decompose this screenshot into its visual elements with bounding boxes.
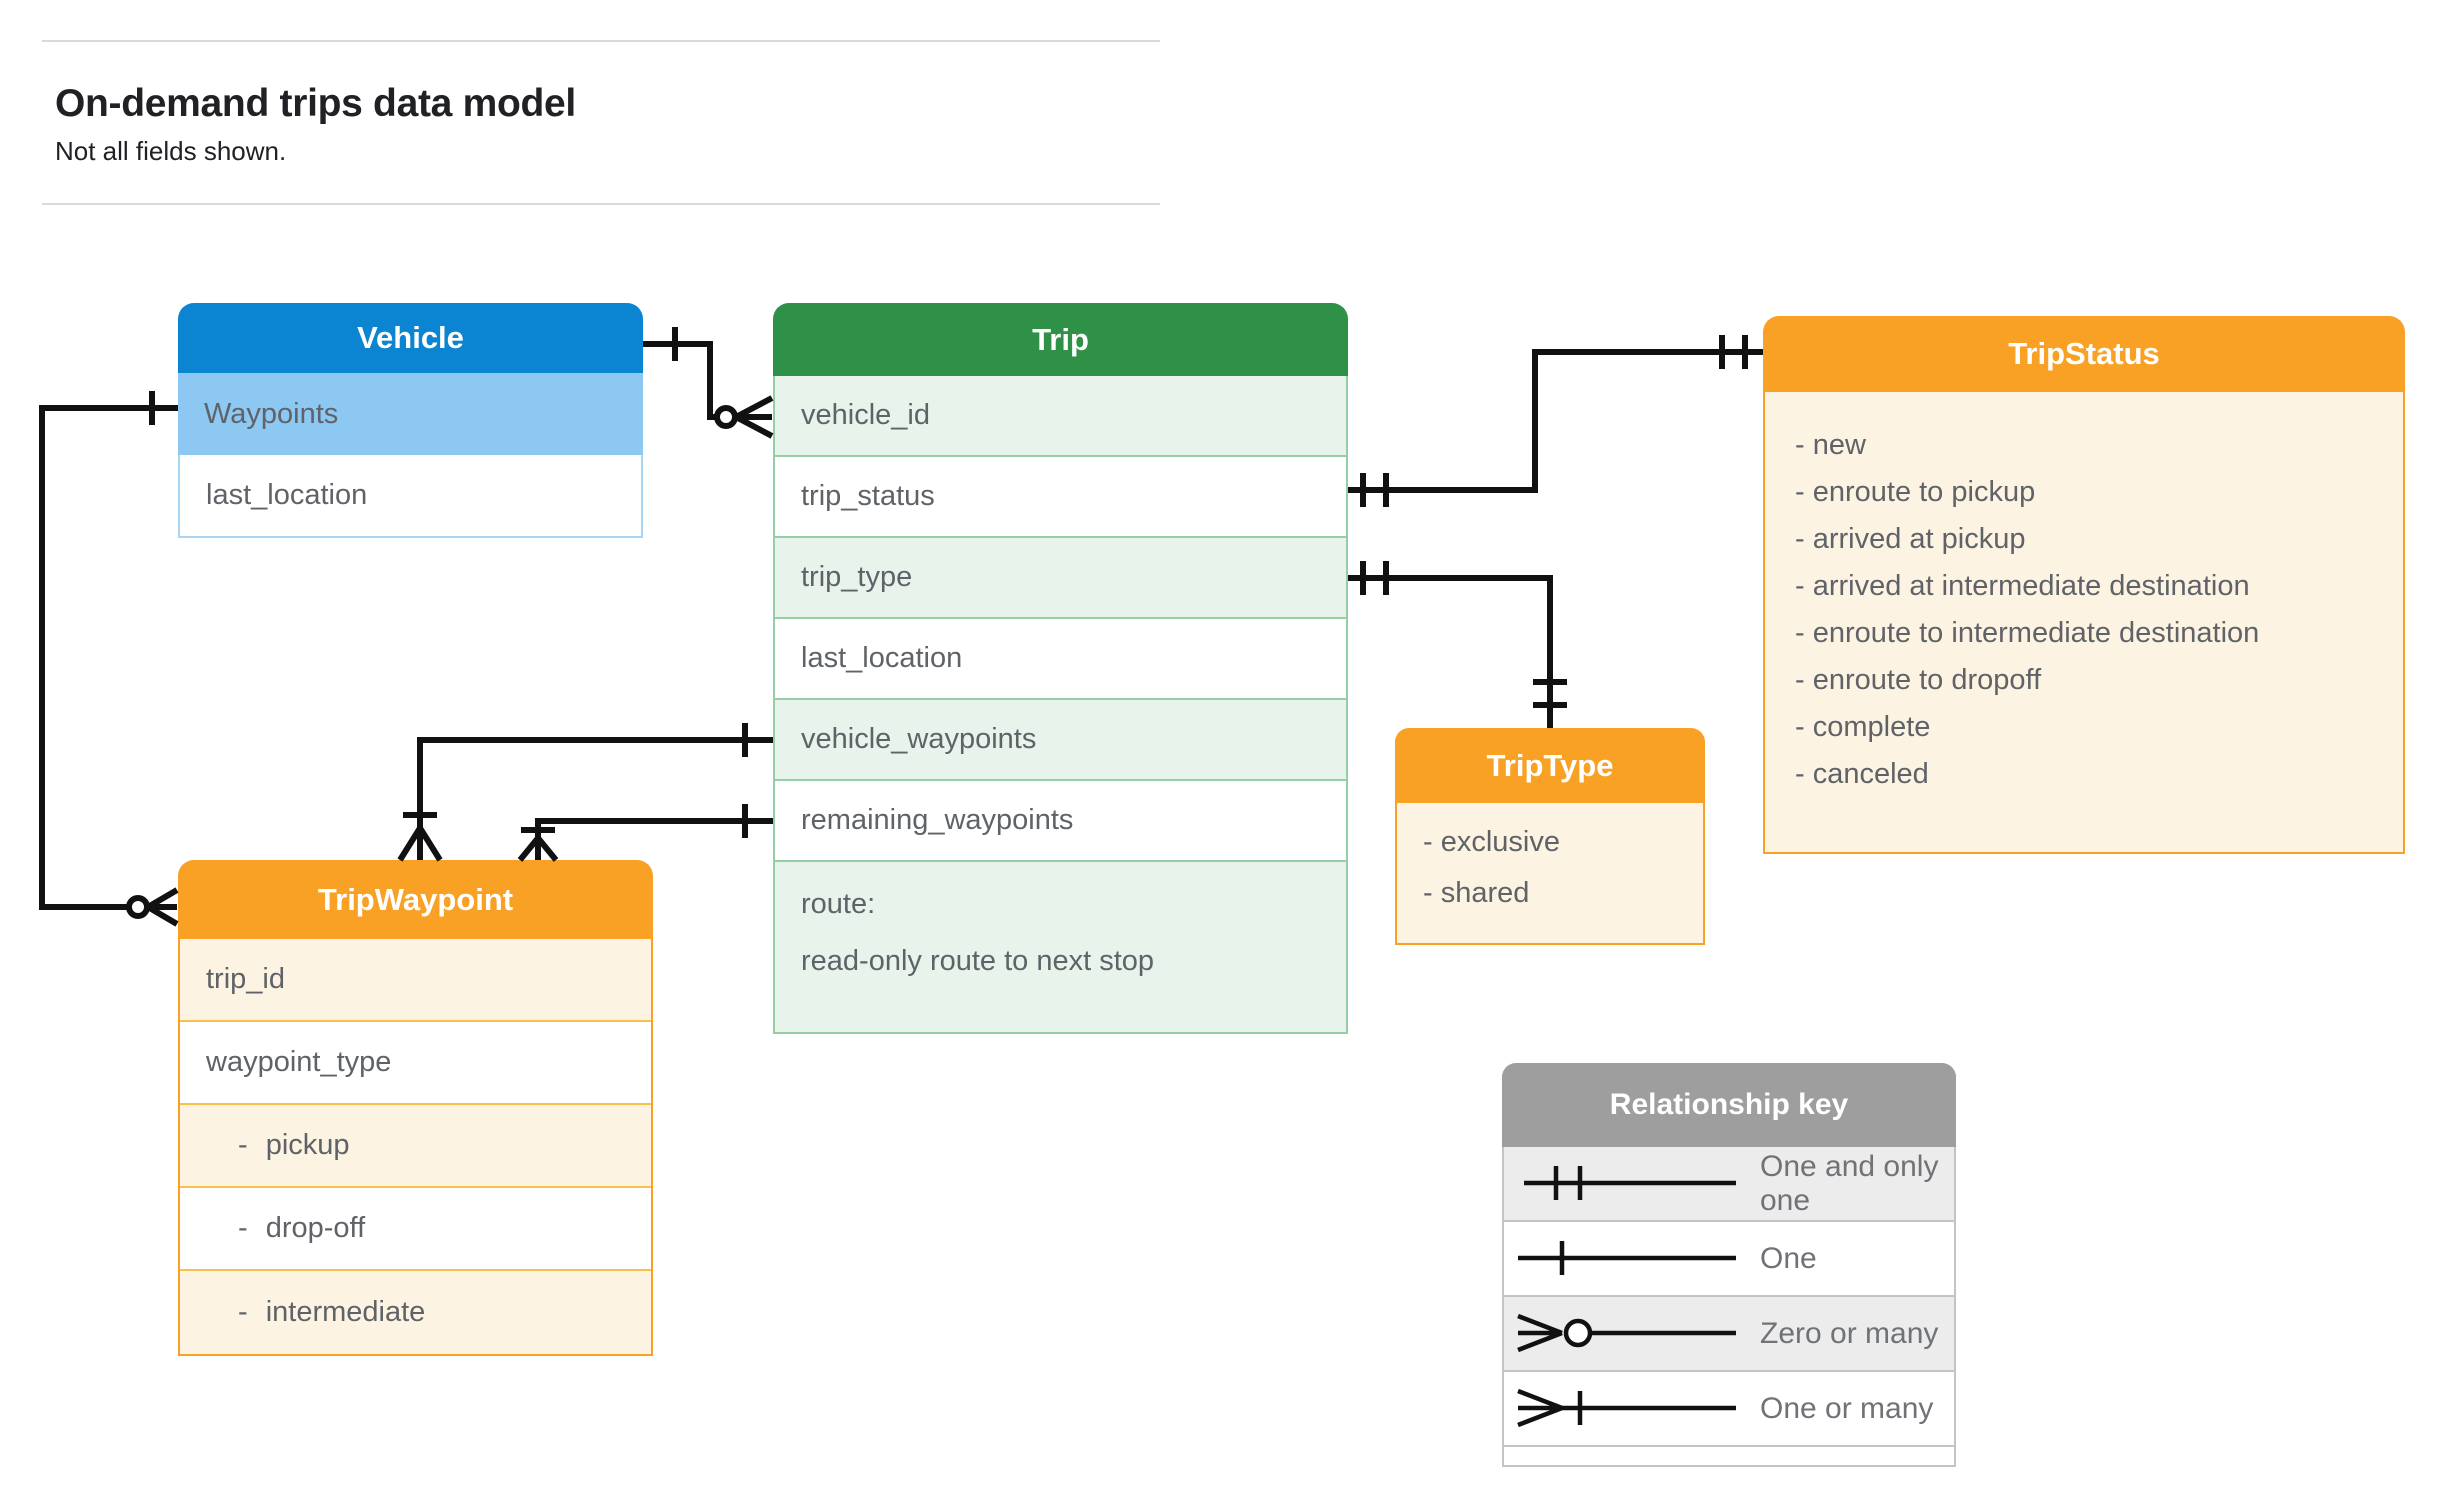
- enum-value: - enroute to dropoff: [1795, 664, 2042, 696]
- relationship-key: Relationship key One and only one One: [1502, 1063, 1956, 1467]
- field-row-route: route: read-only route to next stop: [775, 862, 1346, 1032]
- field-row-last-location: last_location: [775, 619, 1346, 700]
- entity-trip-type: TripType - exclusive - shared: [1395, 728, 1705, 945]
- legend-row-zero-or-many: Zero or many: [1504, 1297, 1954, 1372]
- enum-row-drop-off: - drop-off: [180, 1188, 651, 1271]
- legend-label: One and only one: [1760, 1149, 1939, 1217]
- divider-bottom: [42, 203, 1160, 205]
- field-row-vehicle-id: vehicle_id: [775, 376, 1346, 457]
- connector-vehicle-waypoints-to-trip-waypoint: [39, 391, 179, 927]
- route-label: route:: [801, 888, 876, 920]
- enum-value: - exclusive: [1423, 826, 1560, 858]
- field-row-waypoints: Waypoints: [178, 373, 643, 455]
- one-or-many-icon: [1517, 1388, 1736, 1428]
- enum-row-pickup: - pickup: [180, 1105, 651, 1188]
- field-row-remaining-waypoints: remaining_waypoints: [775, 781, 1346, 862]
- divider-top: [42, 40, 1160, 42]
- legend-row-one: One: [1504, 1222, 1954, 1297]
- page-subtitle: Not all fields shown.: [55, 136, 287, 166]
- enum-row-intermediate: - intermediate: [180, 1271, 651, 1354]
- enum-value: - arrived at pickup: [1795, 523, 2026, 555]
- field-row-vehicle-waypoints: vehicle_waypoints: [775, 700, 1346, 781]
- relationship-key-title: Relationship key: [1502, 1063, 1956, 1147]
- entity-title-vehicle: Vehicle: [178, 303, 643, 373]
- field-row-trip-status: trip_status: [775, 457, 1346, 538]
- connector-vehicle-waypoints-field-to-trip-waypoint: [397, 723, 773, 862]
- entity-title-trip-type: TripType: [1395, 728, 1705, 803]
- connector-vehicle-to-trip-vehicle-id: [643, 327, 774, 439]
- route-description: read-only route to next stop: [801, 945, 1155, 977]
- legend-label: Zero or many: [1760, 1316, 1939, 1350]
- page-title: On-demand trips data model: [55, 82, 576, 125]
- entity-title-trip-status: TripStatus: [1763, 316, 2405, 392]
- legend-label: One: [1760, 1241, 1817, 1275]
- one-icon: [1518, 1241, 1736, 1275]
- enum-value: - complete: [1795, 711, 1931, 743]
- enum-value: - shared: [1423, 877, 1530, 909]
- entity-title-trip-waypoint: TripWaypoint: [178, 860, 653, 939]
- entity-trip-waypoint: TripWaypoint trip_id waypoint_type - pic…: [178, 860, 653, 1356]
- connector-trip-status-to-trip-status-entity: [1348, 335, 1763, 507]
- legend-label: One or many: [1760, 1391, 1934, 1425]
- connector-trip-type-to-trip-type-entity: [1348, 561, 1567, 728]
- enum-value: - arrived at intermediate destination: [1795, 570, 2250, 602]
- entity-title-trip: Trip: [773, 303, 1348, 376]
- enum-value: - enroute to pickup: [1795, 476, 2036, 508]
- one-and-only-one-icon: [1524, 1166, 1736, 1200]
- field-row-trip-id: trip_id: [180, 939, 651, 1022]
- field-row-trip-type: trip_type: [775, 538, 1346, 619]
- legend-row-one-or-many: One or many: [1504, 1372, 1954, 1447]
- entity-trip-status: TripStatus - new - enroute to pickup - a…: [1763, 316, 2405, 854]
- field-row-waypoint-type: waypoint_type: [180, 1022, 651, 1105]
- enum-value: - enroute to intermediate destination: [1795, 617, 2260, 649]
- field-row-last-location: last_location: [178, 455, 643, 538]
- entity-trip: Trip vehicle_id trip_status trip_type la…: [773, 303, 1348, 1034]
- enum-value: - canceled: [1795, 758, 1929, 790]
- connector-remaining-waypoints-field-to-trip-waypoint: [517, 804, 773, 862]
- entity-vehicle: Vehicle Waypoints last_location: [178, 303, 643, 538]
- enum-value: - new: [1795, 429, 1866, 461]
- zero-or-many-icon: [1517, 1313, 1736, 1353]
- legend-row-one-and-only-one: One and only one: [1504, 1147, 1954, 1222]
